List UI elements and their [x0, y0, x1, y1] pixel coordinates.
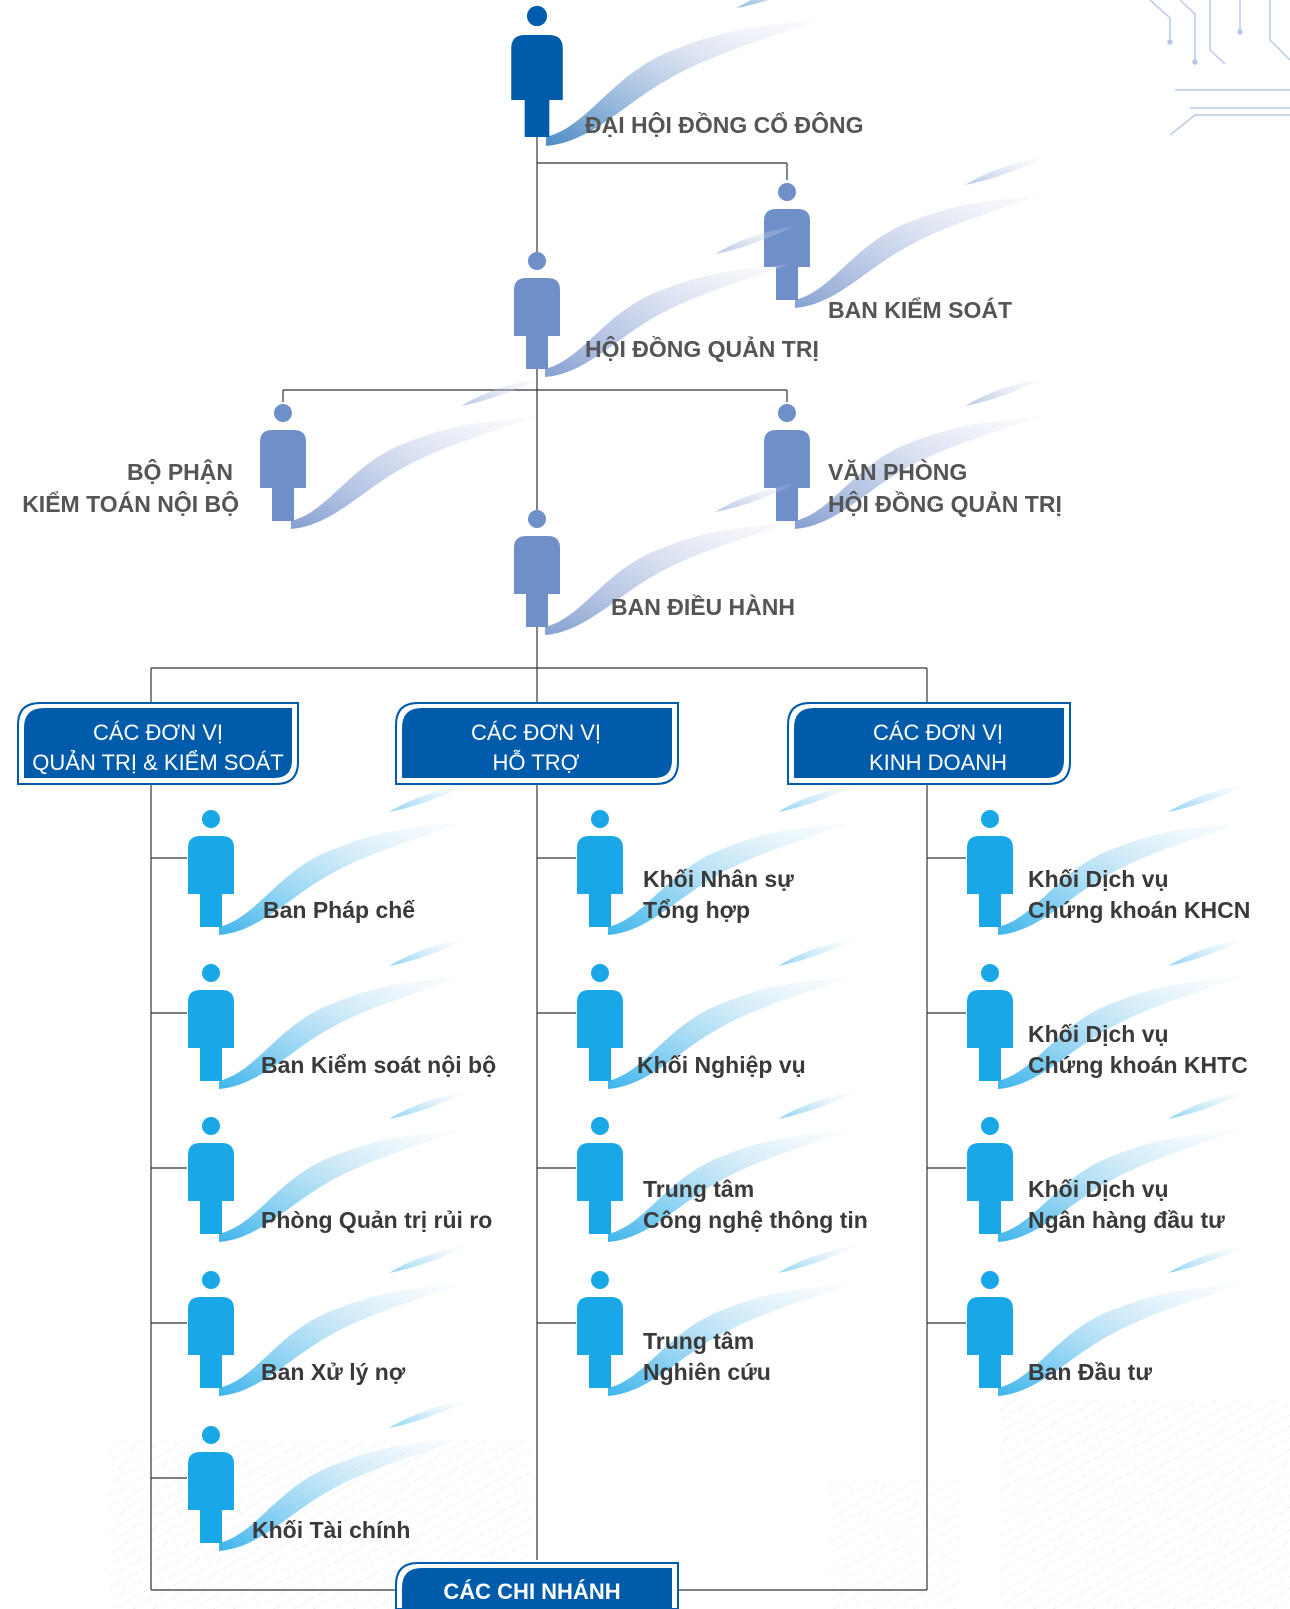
person-board-icon — [514, 226, 795, 377]
person-legal-icon — [188, 784, 469, 935]
group-header-governance-line1: CÁC ĐƠN VỊ — [93, 720, 223, 745]
unit-label-legal: Ban Pháp chế — [263, 897, 415, 923]
branches-header: CÁC CHI NHÁNH — [395, 1562, 679, 1609]
unit-label-research-line1: Trung tâm — [643, 1328, 754, 1354]
connector-lines — [150, 133, 966, 1591]
person-shareholders-icon — [511, 0, 821, 146]
unit-label-debt-handling: Ban Xử lý nợ — [261, 1359, 406, 1385]
person-board-office-icon — [764, 378, 1045, 529]
unit-label-investment-banking-line2: Ngân hàng đầu tư — [1028, 1207, 1225, 1233]
supervisory-label: BAN KIỂM SOÁT — [828, 296, 1012, 323]
unit-label-retail-securities-line1: Khối Dịch vụ — [1028, 866, 1169, 892]
unit-label-risk-management: Phòng Quản trị rủi ro — [261, 1207, 492, 1233]
group-header-business-line2: KINH DOANH — [869, 750, 1007, 775]
unit-label-internal-control: Ban Kiểm soát nội bộ — [261, 1052, 496, 1078]
board-label: HỘI ĐỒNG QUẢN TRỊ — [585, 334, 819, 362]
person-internal-audit-icon — [260, 378, 541, 529]
person-it-center-icon — [577, 1091, 858, 1242]
unit-label-research-line2: Nghiên cứu — [643, 1359, 771, 1385]
group-header-business: CÁC ĐƠN VỊ KINH DOANH — [787, 702, 1071, 785]
group-header-governance: CÁC ĐƠN VỊ QUẢN TRỊ & KIỂM SOÁT — [17, 702, 299, 785]
unit-label-investment-banking-line1: Khối Dịch vụ — [1028, 1176, 1169, 1202]
person-supervisory-icon — [764, 157, 1045, 308]
unit-label-it-center-line2: Công nghệ thông tin — [643, 1207, 868, 1233]
branches-label: CÁC CHI NHÁNH — [443, 1579, 620, 1604]
internal-audit-label-line1: BỘ PHẬN — [127, 458, 233, 485]
person-hr-icon — [577, 784, 858, 935]
group-header-support-line2: HỖ TRỢ — [493, 749, 580, 775]
person-finance-icon — [188, 1400, 469, 1551]
unit-label-hr-line1: Khối Nhân sự — [643, 866, 794, 892]
person-retail-securities-icon — [967, 784, 1248, 935]
internal-audit-label-line2: KIỂM TOÁN NỘI BỘ — [22, 490, 239, 517]
person-debt-icon — [188, 1245, 469, 1396]
unit-label-investment: Ban Đầu tư — [1028, 1359, 1152, 1385]
unit-label-it-center-line1: Trung tâm — [643, 1176, 754, 1202]
person-risk-icon — [188, 1091, 469, 1242]
person-investment-icon — [967, 1245, 1248, 1396]
group-header-governance-line2: QUẢN TRỊ & KIỂM SOÁT — [32, 750, 283, 775]
person-executive-icon — [514, 484, 795, 635]
unit-label-hr-line2: Tổng hợp — [643, 897, 750, 923]
circuit-decoration-icon — [1149, 0, 1290, 136]
person-internal-control-icon — [188, 938, 469, 1089]
executive-board-label: BAN ĐIỀU HÀNH — [611, 593, 795, 620]
board-office-label-line1: VĂN PHÒNG — [828, 458, 967, 485]
group-header-support-line1: CÁC ĐƠN VỊ — [471, 720, 601, 745]
unit-label-operations: Khối Nghiệp vụ — [637, 1052, 806, 1078]
board-office-label-line2: HỘI ĐỒNG QUẢN TRỊ — [828, 489, 1062, 517]
person-investment-banking-icon — [967, 1091, 1248, 1242]
unit-label-finance: Khối Tài chính — [252, 1517, 410, 1543]
person-operations-icon — [577, 938, 858, 1089]
background-decoration — [110, 0, 1290, 1609]
person-institutional-securities-icon — [967, 938, 1248, 1089]
person-research-icon — [577, 1245, 858, 1396]
unit-label-institutional-securities-line2: Chứng khoán KHTC — [1028, 1052, 1248, 1078]
unit-label-institutional-securities-line1: Khối Dịch vụ — [1028, 1021, 1169, 1047]
shareholders-label: ĐẠI HỘI ĐỒNG CỔ ĐÔNG — [585, 111, 864, 138]
group-header-support: CÁC ĐƠN VỊ HỖ TRỢ — [395, 702, 679, 785]
unit-label-retail-securities-line2: Chứng khoán KHCN — [1028, 897, 1250, 923]
group-header-business-line1: CÁC ĐƠN VỊ — [873, 720, 1003, 745]
